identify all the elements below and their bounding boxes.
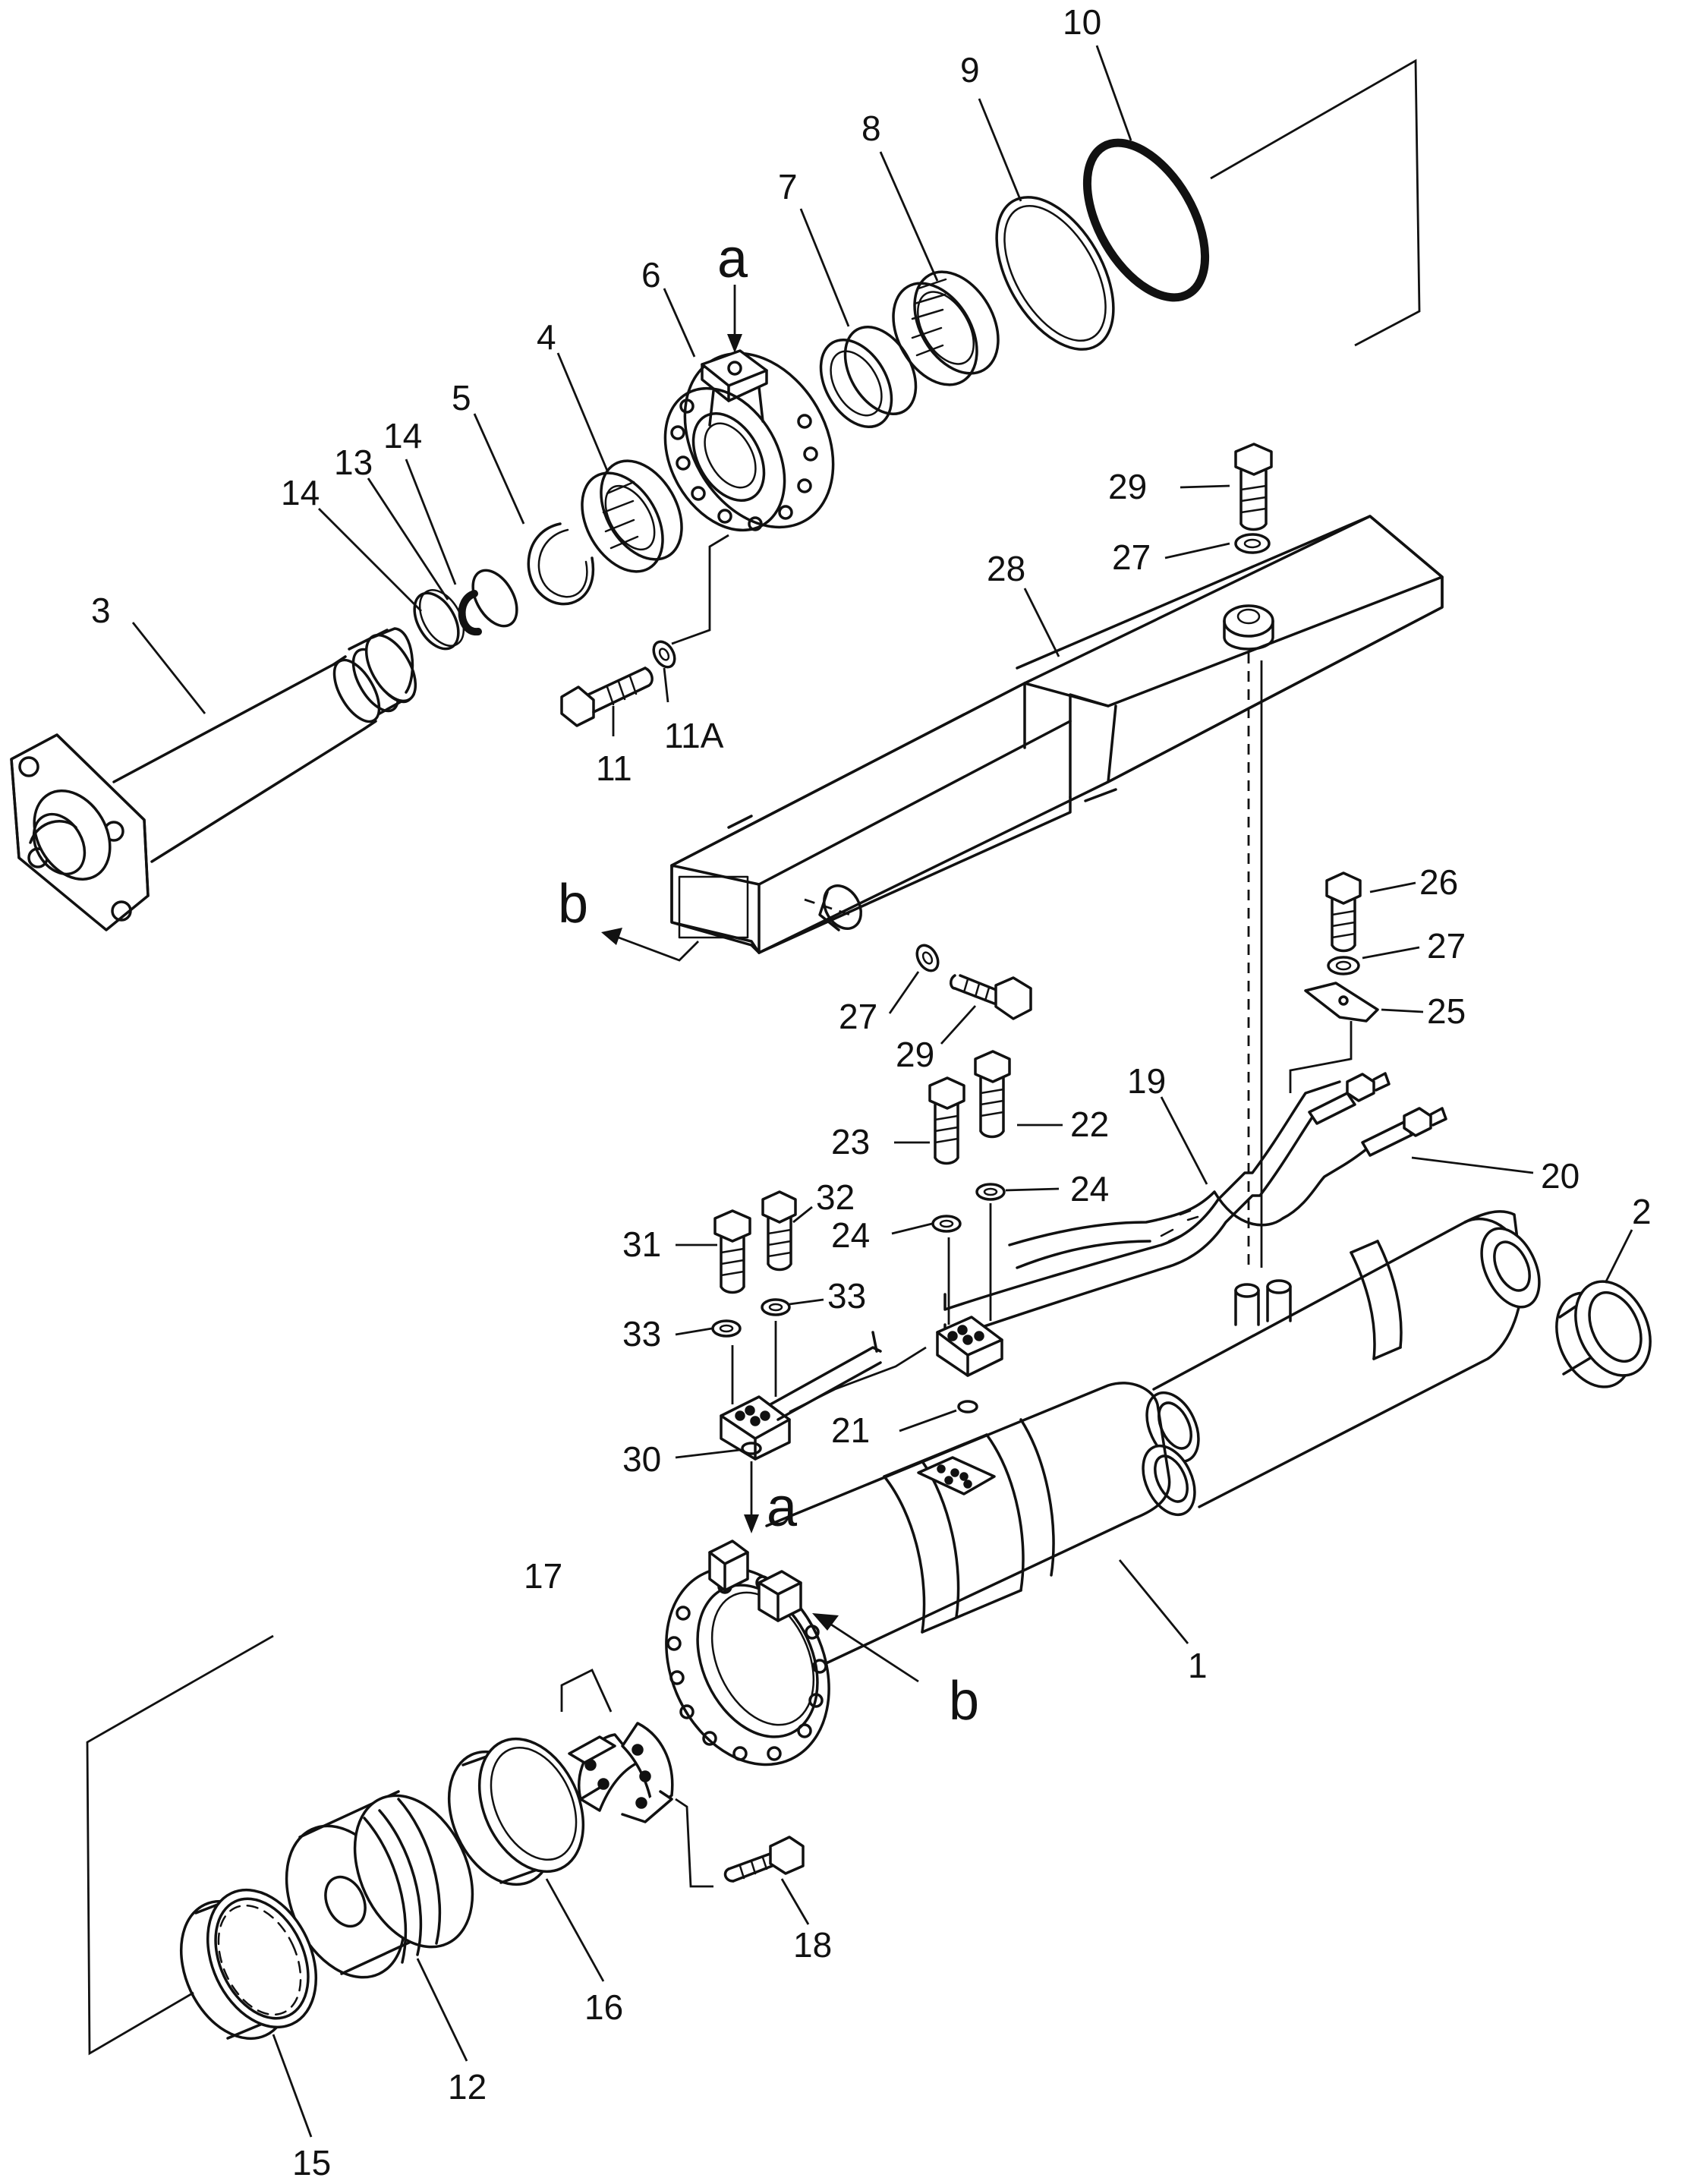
part-20-hose <box>1008 1107 1447 1269</box>
label-ref-b-left: b <box>558 874 588 934</box>
part-13-seal-ring <box>458 590 482 635</box>
label-part-2: 2 <box>1632 1192 1652 1231</box>
part-30-o-ring <box>741 1442 762 1455</box>
part-27-washer-right <box>1327 956 1360 975</box>
part-33-washer-left <box>711 1319 742 1338</box>
part-16-bushing <box>447 1737 585 1886</box>
label-ref-a-bottom: a <box>767 1477 798 1538</box>
label-part-11: 11 <box>596 748 632 788</box>
part-31-bolt <box>713 1209 751 1294</box>
label-part-26: 26 <box>1419 862 1458 902</box>
label-part-25: 25 <box>1427 991 1466 1031</box>
part-32-bolt <box>761 1190 797 1272</box>
part-3-piston-rod <box>10 627 417 931</box>
label-part-1: 1 <box>1188 1646 1208 1685</box>
label-part-12: 12 <box>448 2067 487 2107</box>
part-33-washer-right <box>761 1298 791 1316</box>
label-part-10: 10 <box>1063 2 1101 42</box>
part-27-washer-top <box>1234 533 1271 554</box>
part-block-left <box>720 1331 882 1461</box>
part-19-hose <box>943 1072 1391 1341</box>
label-part-24: 24 <box>1070 1169 1109 1209</box>
label-part-27: 27 <box>839 997 877 1036</box>
part-2-bushing <box>1555 1280 1652 1388</box>
part-10-o-ring <box>1082 138 1210 302</box>
part-29-bolt-top <box>1234 443 1273 531</box>
part-17-split-ring-upper <box>568 1733 639 1812</box>
label-part-31: 31 <box>622 1224 661 1264</box>
label-part-21: 21 <box>831 1410 870 1450</box>
label-part-4: 4 <box>537 317 556 357</box>
label-part-23: 23 <box>831 1122 870 1161</box>
label-part-3: 3 <box>91 591 111 630</box>
label-part-29: 29 <box>896 1035 934 1074</box>
label-part-29: 29 <box>1108 467 1147 506</box>
part-28-guard-cover <box>670 515 1444 954</box>
ref-arrow-b-left <box>601 928 699 962</box>
part-12-piston <box>285 1790 474 1979</box>
ref-arrow-b-right <box>812 1613 919 1683</box>
part-26-bolt <box>1325 871 1362 953</box>
part-22-bolt <box>974 1050 1011 1139</box>
label-part-13: 13 <box>334 443 373 482</box>
part-11-bolt <box>560 667 654 727</box>
assembly-bracket-bottom <box>86 1634 274 2056</box>
label-part-32: 32 <box>816 1177 855 1217</box>
label-part-30: 30 <box>622 1439 661 1479</box>
part-5-snap-ring <box>527 522 595 606</box>
label-part-8: 8 <box>861 109 881 148</box>
part-9-ring <box>995 196 1115 351</box>
label-part-18: 18 <box>793 1925 832 1965</box>
label-part-17: 17 <box>524 1556 562 1596</box>
part-18-bolt <box>723 1836 805 1883</box>
part-24-washer-right <box>975 1183 1006 1201</box>
part-11a-washer <box>652 640 676 669</box>
part-4-bushing <box>581 459 683 573</box>
label-part-19: 19 <box>1127 1061 1166 1101</box>
label-part-27: 27 <box>1112 537 1151 577</box>
part-15-wear-ring <box>179 1888 318 2041</box>
label-part-7: 7 <box>778 167 798 206</box>
label-part-9: 9 <box>960 50 980 90</box>
part-7-bushing <box>819 325 918 429</box>
label-part-5: 5 <box>452 378 471 418</box>
label-part-24: 24 <box>831 1215 870 1255</box>
part-8-bearing <box>892 270 1000 386</box>
part-14-backup-ring-right <box>471 569 518 628</box>
label-part-11a: 11A <box>664 716 724 755</box>
label-part-28: 28 <box>987 549 1025 588</box>
label-part-6: 6 <box>641 255 661 295</box>
part-23-bolt <box>928 1076 965 1165</box>
assembly-bracket-top <box>1210 58 1421 347</box>
leader-lines <box>131 45 1633 2138</box>
part-block-right <box>936 1316 1003 1377</box>
ref-arrow-a-top <box>727 285 742 353</box>
label-part-14: 14 <box>281 473 320 512</box>
part-14-backup-ring-left <box>413 589 465 651</box>
part-27-washer-side <box>915 944 940 972</box>
part-1-cylinder-body <box>665 1210 1541 1766</box>
part-labels: 10 9 8 7 6 4 5 14 13 14 3 11 11A 28 29 2… <box>91 2 1652 2182</box>
part-24-washer-left <box>931 1215 962 1233</box>
part-21-o-ring <box>957 1400 978 1413</box>
label-part-33: 33 <box>827 1276 866 1316</box>
label-part-15: 15 <box>292 2143 331 2182</box>
label-part-16: 16 <box>584 1987 623 2027</box>
label-part-22: 22 <box>1070 1105 1109 1144</box>
label-part-20: 20 <box>1541 1156 1580 1196</box>
part-25-clamp <box>1304 982 1379 1023</box>
part-29-bolt-side <box>950 974 1032 1020</box>
label-part-33: 33 <box>622 1314 661 1354</box>
part-17-split-ring-lower <box>621 1722 674 1823</box>
label-part-14: 14 <box>383 416 422 455</box>
part-6-cylinder-head <box>663 349 835 532</box>
label-ref-b-right: b <box>949 1671 979 1732</box>
label-ref-a-top: a <box>717 228 748 289</box>
ref-arrow-a-bottom <box>744 1461 759 1533</box>
label-part-27: 27 <box>1427 926 1466 966</box>
